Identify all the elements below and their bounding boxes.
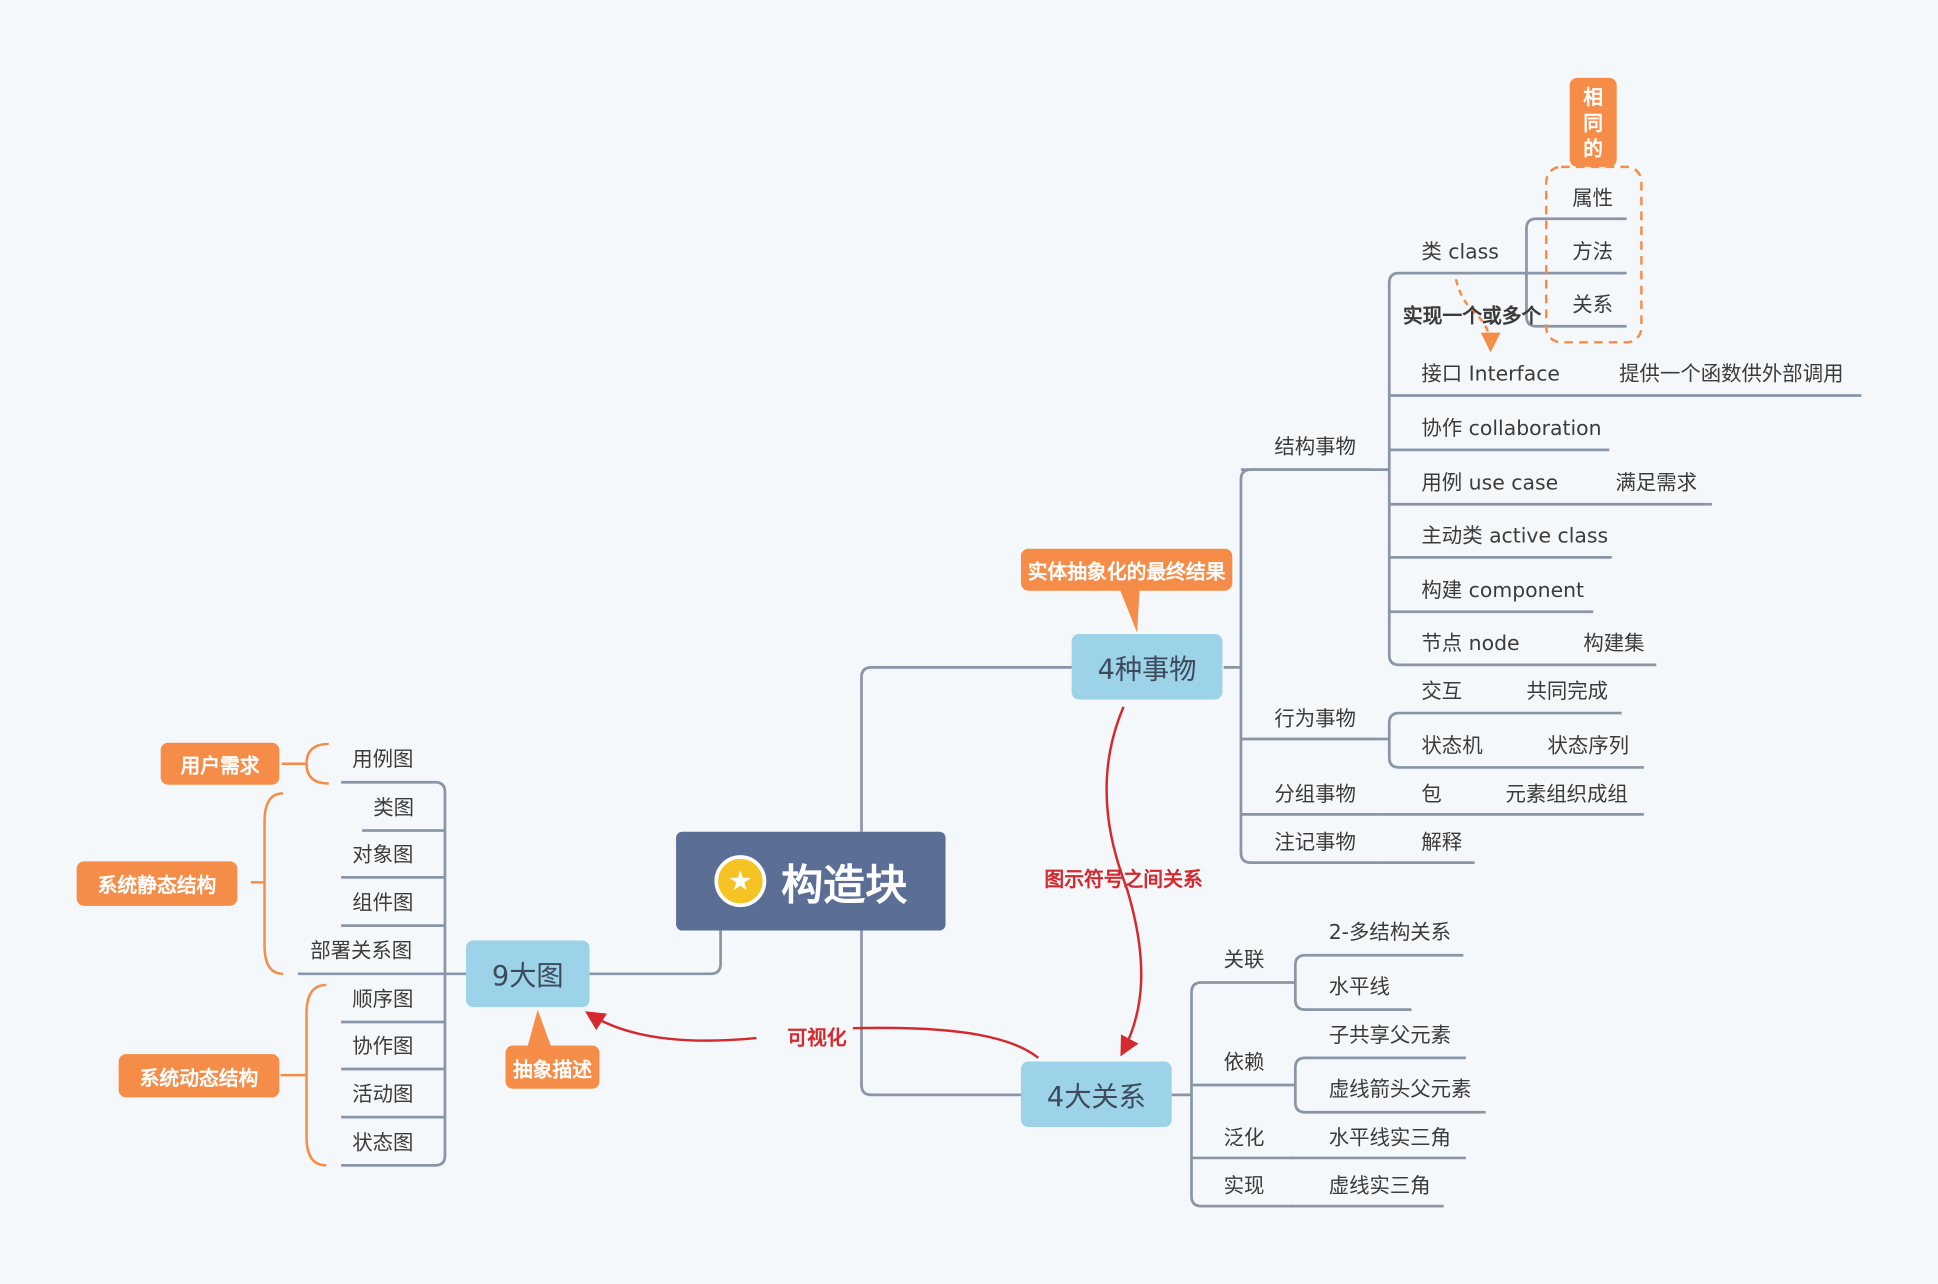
- association-b-label[interactable]: 水平线: [1328, 975, 1390, 999]
- realization-label[interactable]: 实现: [1223, 1174, 1265, 1198]
- grouping-things-label[interactable]: 分组事物: [1274, 782, 1356, 806]
- dependency-b-label[interactable]: 虚线箭头父元素: [1328, 1077, 1472, 1102]
- member-method[interactable]: 方法: [1572, 239, 1613, 264]
- things-node[interactable]: 4种事物: [1071, 633, 1223, 700]
- things-note-tag[interactable]: 实体抽象化的最终结果: [1020, 548, 1233, 591]
- realization-a-label[interactable]: 虚线实三角: [1328, 1174, 1431, 1198]
- diagrams-note-tag[interactable]: 抽象描述: [505, 1045, 600, 1089]
- diagram-collaboration[interactable]: 协作图: [352, 1034, 414, 1058]
- association-label[interactable]: 关联: [1223, 947, 1265, 972]
- root-label: 构造块: [781, 860, 908, 911]
- state-machine-label[interactable]: 状态机: [1421, 734, 1483, 758]
- usecase-note-label[interactable]: 满足需求: [1615, 470, 1698, 495]
- component-label[interactable]: 构建 component: [1421, 578, 1585, 602]
- dependency-a-label[interactable]: 子共享父元素: [1328, 1023, 1452, 1047]
- collaboration-label[interactable]: 协作 collaboration: [1421, 416, 1602, 440]
- active-class-label[interactable]: 主动类 active class: [1421, 523, 1609, 548]
- diagram-component[interactable]: 组件图: [352, 891, 414, 915]
- diagram-usecase[interactable]: 用例图: [352, 747, 414, 772]
- structural-things-label[interactable]: 结构事物: [1274, 435, 1356, 459]
- diagrams-node[interactable]: 9大图: [465, 940, 590, 1008]
- diagram-activity[interactable]: 活动图: [352, 1082, 414, 1107]
- member-relation[interactable]: 关系: [1572, 292, 1613, 317]
- relations-node[interactable]: 4大关系: [1020, 1061, 1172, 1128]
- member-attribute[interactable]: 属性: [1572, 186, 1613, 211]
- diagram-state[interactable]: 状态图: [352, 1130, 414, 1155]
- annotation-item-label[interactable]: 解释: [1421, 830, 1463, 854]
- user-needs-tag[interactable]: 用户需求: [160, 742, 280, 785]
- node-label[interactable]: 节点 node: [1421, 631, 1520, 655]
- usecase-label[interactable]: 用例 use case: [1421, 470, 1559, 495]
- relations-label: 4大关系: [1046, 1081, 1146, 1113]
- interaction-label[interactable]: 交互: [1421, 679, 1463, 704]
- things-label: 4种事物: [1097, 654, 1197, 686]
- static-structure-tag[interactable]: 系统静态结构: [76, 861, 238, 906]
- generalization-label[interactable]: 泛化: [1223, 1125, 1265, 1150]
- interaction-note-label[interactable]: 共同完成: [1526, 679, 1609, 704]
- generalization-a-label[interactable]: 水平线实三角: [1328, 1125, 1452, 1150]
- diagram-deployment[interactable]: 部署关系图: [310, 939, 413, 963]
- realize-note-label: 实现一个或多个: [1402, 304, 1542, 328]
- root-node[interactable]: ★ 构造块: [676, 831, 946, 931]
- same-tag[interactable]: 相同的: [1569, 77, 1617, 167]
- dynamic-structure-tag[interactable]: 系统动态结构: [118, 1054, 280, 1098]
- package-note-label[interactable]: 元素组织成组: [1505, 782, 1628, 806]
- diagrams-label: 9大图: [491, 961, 564, 993]
- dependency-label[interactable]: 依赖: [1223, 1050, 1265, 1074]
- node-note-label[interactable]: 构建集: [1583, 631, 1645, 655]
- diagram-object[interactable]: 对象图: [352, 842, 414, 867]
- behavioral-things-label[interactable]: 行为事物: [1274, 706, 1356, 731]
- interface-label[interactable]: 接口 Interface: [1421, 362, 1560, 386]
- class-label[interactable]: 类 class: [1421, 239, 1499, 264]
- package-label[interactable]: 包: [1421, 782, 1442, 806]
- star-icon: ★: [714, 855, 767, 908]
- interface-note-label[interactable]: 提供一个函数供外部调用: [1619, 362, 1844, 386]
- symbols-link-label: 图示符号之间关系: [1044, 867, 1203, 892]
- diagram-sequence[interactable]: 顺序图: [352, 987, 414, 1011]
- state-machine-note-label[interactable]: 状态序列: [1547, 734, 1630, 758]
- annotation-things-label[interactable]: 注记事物: [1274, 830, 1356, 854]
- association-a-label[interactable]: 2-多结构关系: [1328, 920, 1452, 945]
- diagram-class[interactable]: 类图: [373, 795, 415, 820]
- visualize-link-label: 可视化: [787, 1025, 847, 1050]
